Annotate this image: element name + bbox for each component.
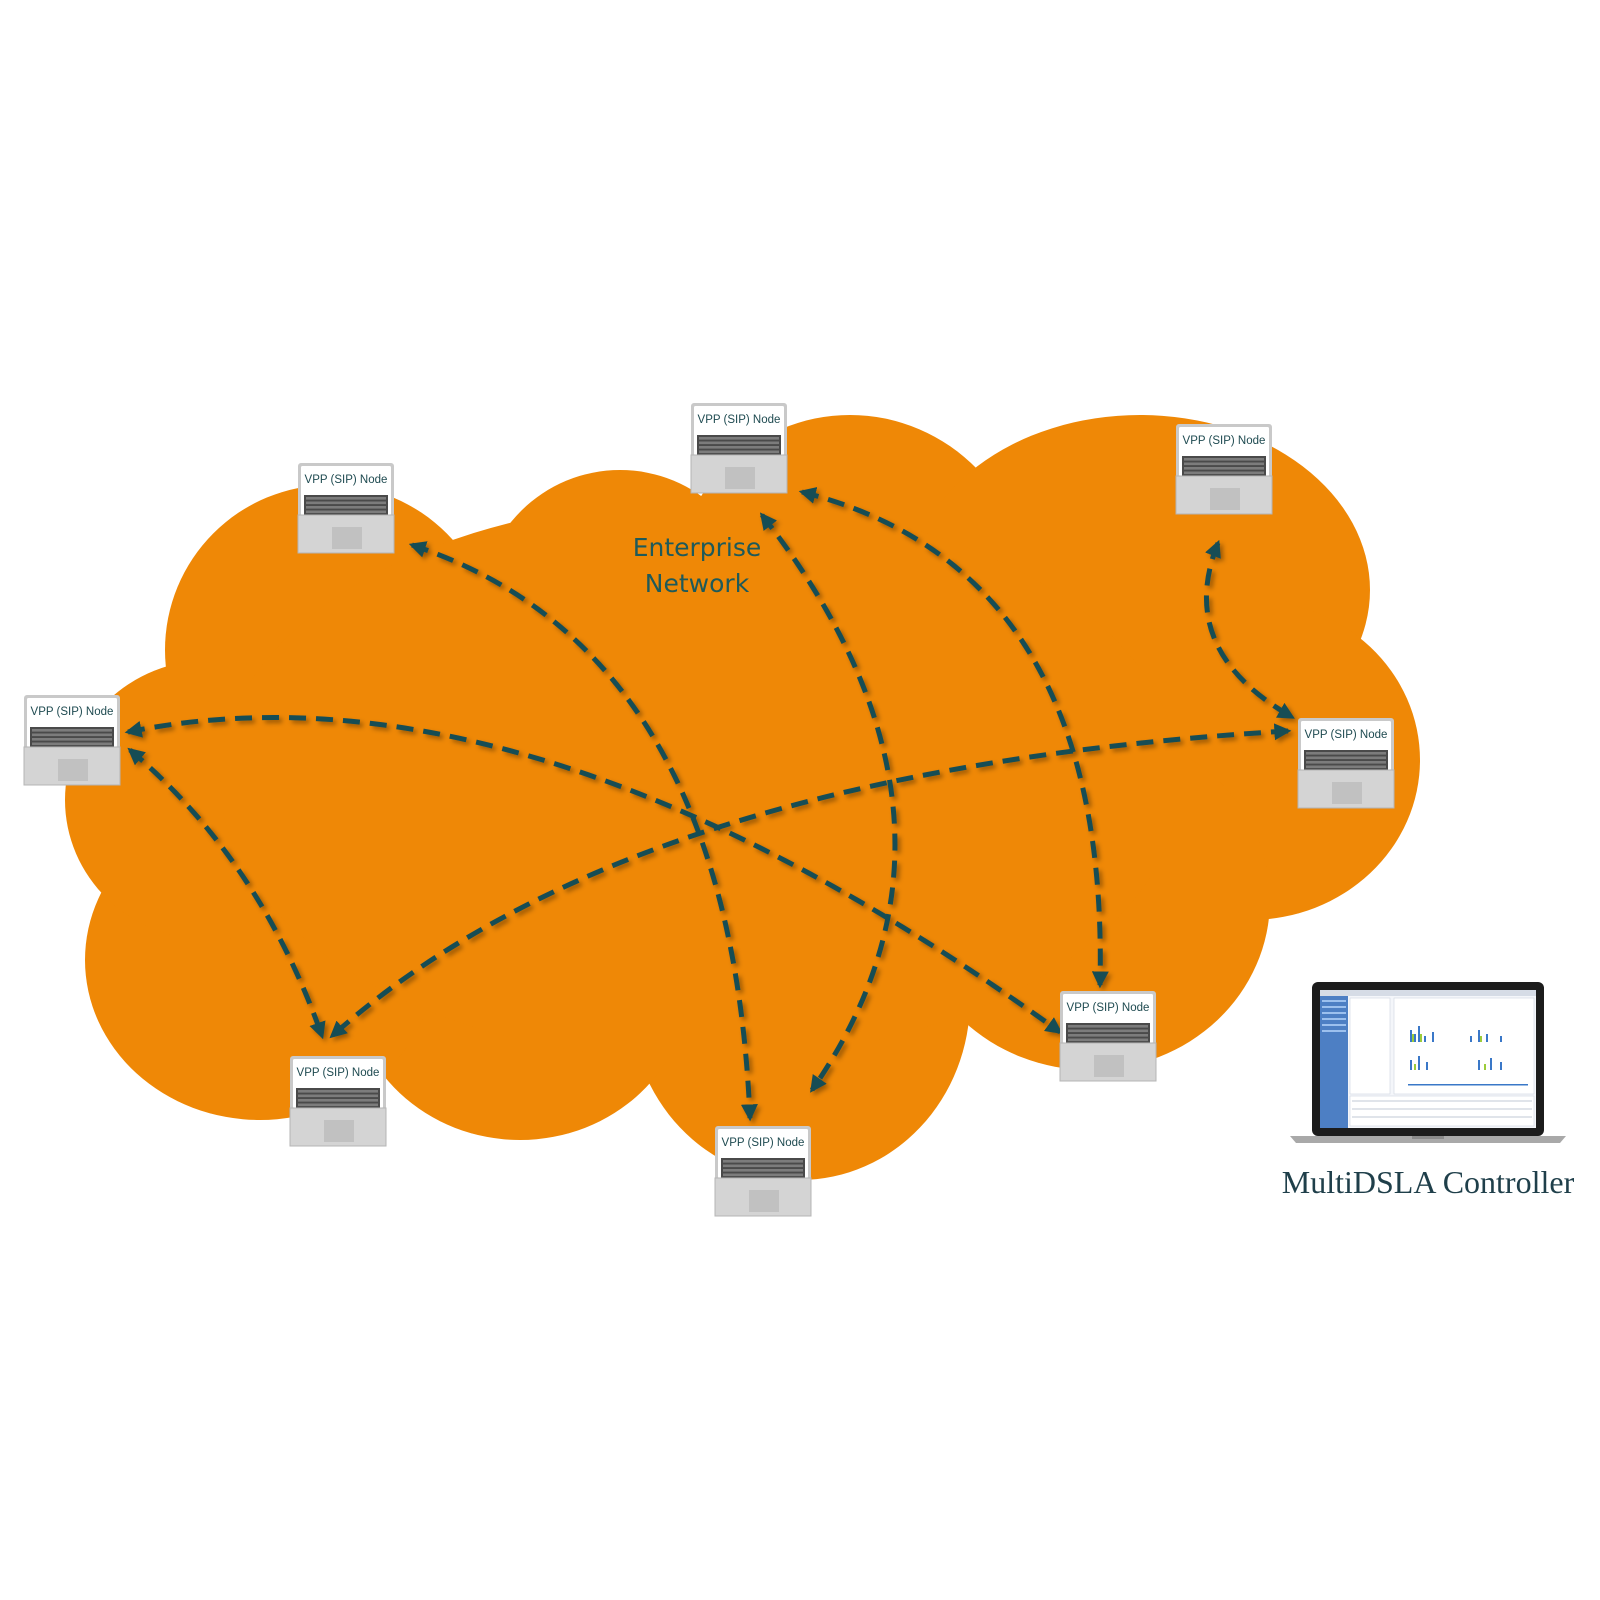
node-label: VPP (SIP) Node [1305,729,1388,741]
node-label: VPP (SIP) Node [722,1137,805,1149]
controller-screen-content [1320,990,1536,1128]
node-top-center: VPP (SIP) Node [690,402,788,494]
network-label-line2: Network [645,569,750,598]
node-right: VPP (SIP) Node [1297,717,1395,809]
link-right-to-bottom-left [329,723,1292,1039]
controller-label: MultiDSLA Controller [1282,1164,1575,1200]
node-top-right: VPP (SIP) Node [1175,423,1273,515]
node-label: VPP (SIP) Node [297,1067,380,1079]
enterprise-network-cloud [65,415,1420,1180]
node-left: VPP (SIP) Node [23,694,121,786]
node-label: VPP (SIP) Node [1183,435,1266,447]
node-bottom-center: VPP (SIP) Node [714,1125,812,1217]
links [124,487,1295,1122]
network-label: Enterprise [633,533,762,562]
node-top-left: VPP (SIP) Node [297,462,395,554]
node-label: VPP (SIP) Node [305,474,388,486]
node-bottom-left: VPP (SIP) Node [289,1055,387,1147]
node-label: VPP (SIP) Node [698,414,781,426]
node-label: VPP (SIP) Node [1067,1002,1150,1014]
node-label: VPP (SIP) Node [31,706,114,718]
node-bottom-right: VPP (SIP) Node [1059,990,1157,1082]
link-top-right-to-right [1204,539,1295,720]
controller-laptop [1290,982,1566,1143]
link-left-to-bottom-left [127,747,326,1040]
link-top-left-to-bottom-center [408,541,758,1122]
